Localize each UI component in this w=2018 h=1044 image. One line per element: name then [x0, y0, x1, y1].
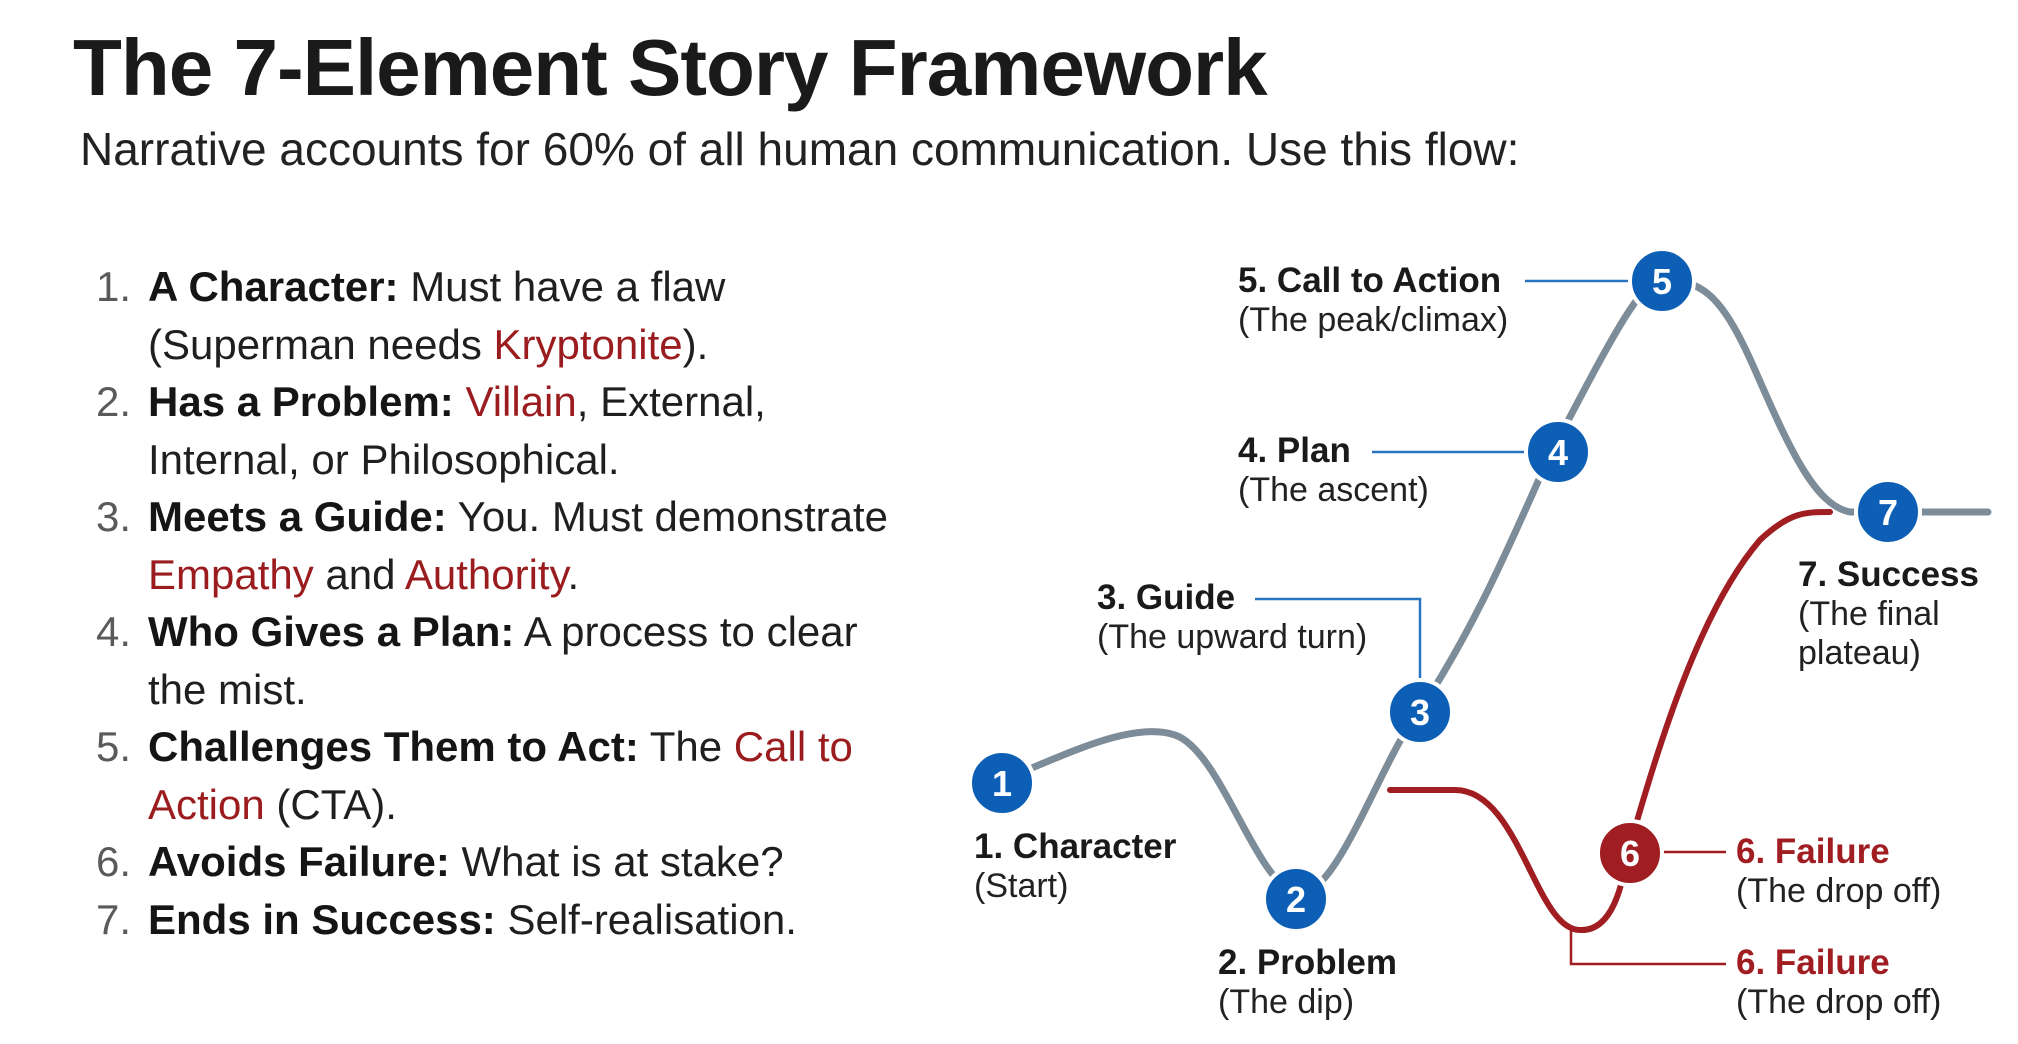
- label-plan-title: 4. Plan: [1238, 431, 1351, 470]
- node-1-number: 1: [992, 763, 1012, 804]
- step-item: 2. Has a Problem: Villain, External, Inte…: [96, 373, 926, 488]
- label-failure-title-2: 6. Failure: [1736, 943, 1890, 982]
- label-guide-sub: (The upward turn): [1097, 618, 1367, 656]
- step-text: (CTA).: [264, 780, 397, 828]
- node-3: 3: [1386, 678, 1454, 746]
- step-item: 3. Meets a Guide: You. Must demonstrate E…: [96, 488, 926, 603]
- step-text: , External, Internal, or Philosophical.: [148, 378, 766, 483]
- node-2: 2: [1262, 865, 1330, 933]
- step-number: 2.: [96, 378, 132, 425]
- label-plan-sub: (The ascent): [1238, 471, 1429, 509]
- page-subtitle: Narrative accounts for 60% of all human …: [80, 123, 1520, 175]
- step-item: 6. Avoids Failure: What is at stake?: [96, 833, 926, 891]
- step-highlight: Authority: [404, 550, 568, 598]
- label-success-sub: (The final: [1798, 595, 1940, 633]
- step-text: ).: [682, 320, 709, 368]
- node-1: 1: [968, 749, 1036, 817]
- label-failure-title: 6. Failure: [1736, 832, 1890, 871]
- label-character-sub: (Start): [974, 867, 1068, 905]
- label-cta-title: 5. Call to Action: [1238, 261, 1501, 300]
- step-text: What is at stake?: [449, 838, 784, 885]
- step-number: 5.: [96, 723, 132, 770]
- step-text: A process to clear the mist.: [148, 608, 858, 713]
- step-label: Has a Problem:: [148, 378, 454, 425]
- step-label: Challenges Them to Act:: [148, 723, 639, 770]
- step-label: Avoids Failure:: [148, 838, 450, 885]
- step-number: 6.: [96, 838, 132, 885]
- label-success-title: 7. Success: [1798, 555, 1979, 594]
- step-label: Meets a Guide:: [148, 493, 447, 540]
- node-4-number: 4: [1548, 432, 1568, 473]
- node-4: 4: [1524, 418, 1592, 486]
- step-label: Who Gives a Plan:: [148, 608, 515, 655]
- node-7: 7: [1854, 478, 1922, 546]
- node-6-number: 6: [1620, 833, 1640, 874]
- label-problem-sub: (The dip): [1218, 983, 1354, 1021]
- step-text: .: [567, 550, 580, 598]
- page-title: The 7-Element Story Framework: [73, 23, 1268, 112]
- label-success-sub-line2: plateau): [1798, 634, 1921, 672]
- step-number: 7.: [96, 895, 132, 943]
- step-highlight: Empathy: [148, 550, 314, 598]
- step-highlight: Call to Action: [148, 723, 853, 828]
- node-5: 5: [1628, 247, 1696, 315]
- step-highlight: Kryptonite: [493, 320, 683, 368]
- step-text: Must have a flaw (Superman needs: [148, 263, 726, 368]
- label-guide-title: 3. Guide: [1097, 578, 1235, 617]
- step-item: 1. A Character: Must have a flaw (Superma…: [96, 258, 926, 373]
- step-text: Self-realisation.: [495, 895, 797, 943]
- node-6: 6: [1596, 819, 1664, 887]
- node-7-number: 7: [1878, 492, 1898, 533]
- step-item: 7. Ends in Success: Self-realisation.: [96, 891, 926, 949]
- step-label: Ends in Success:: [148, 895, 496, 943]
- step-number: 3.: [96, 493, 132, 540]
- step-highlight: Villain: [465, 378, 577, 425]
- label-failure-sub-2: (The drop off): [1736, 983, 1941, 1021]
- label-character-title: 1. Character: [974, 827, 1177, 866]
- label-problem-title: 2. Problem: [1218, 943, 1397, 982]
- label-cta-sub: (The peak/climax): [1238, 301, 1508, 339]
- step-item: 4. Who Gives a Plan: A process to clear t…: [96, 603, 926, 718]
- step-text: and: [313, 550, 405, 598]
- step-text: The: [638, 723, 734, 770]
- leader-line-3: [1255, 597, 1422, 680]
- steps-list: 1. A Character: Must have a flaw (Superma…: [96, 258, 926, 948]
- node-5-number: 5: [1652, 261, 1672, 302]
- step-label: A Character:: [148, 263, 399, 310]
- step-number: 4.: [96, 608, 132, 655]
- step-item: 5. Challenges Them to Act: The Call to Ac…: [96, 718, 926, 833]
- leader-line-6b: [1569, 930, 1726, 966]
- label-failure-sub: (The drop off): [1736, 872, 1941, 910]
- story-arc-line: [998, 276, 1992, 898]
- node-2-number: 2: [1286, 879, 1306, 920]
- node-3-number: 3: [1410, 692, 1430, 733]
- step-text: You. Must demonstrate: [446, 493, 889, 540]
- step-number: 1.: [96, 263, 132, 310]
